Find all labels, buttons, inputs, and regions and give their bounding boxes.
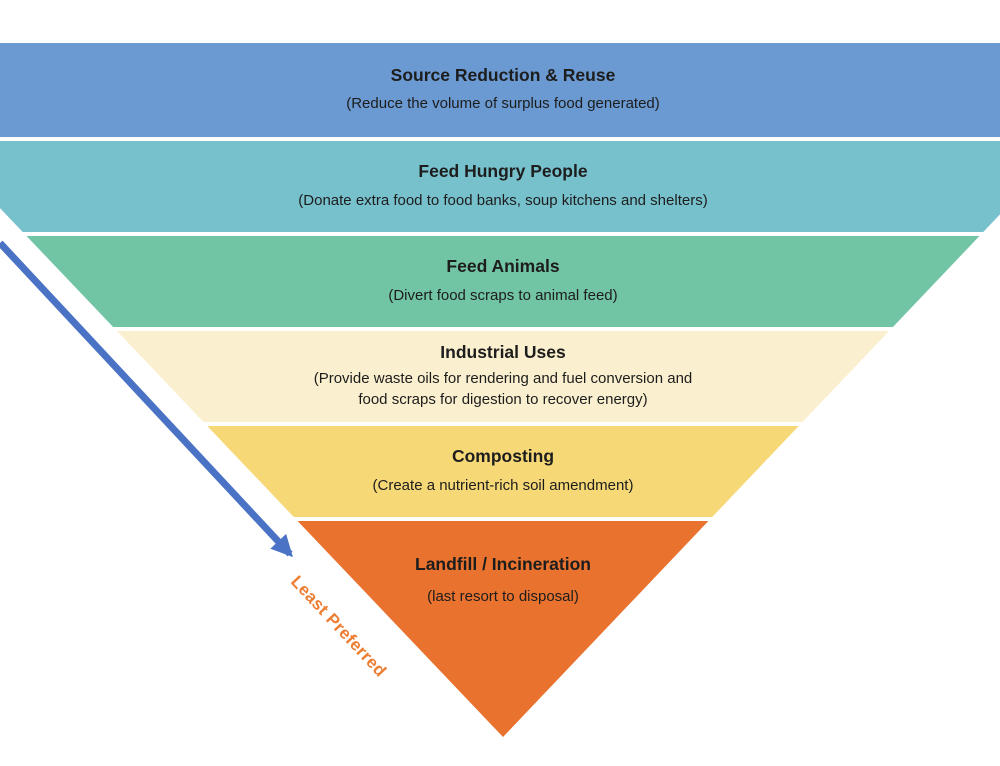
- level-title: Composting: [451, 445, 555, 466]
- level-subtitle-line2: food scraps for digestion to recover ene…: [358, 390, 648, 408]
- level-subtitle-line1: (Provide waste oils for rendering and fu…: [313, 370, 693, 388]
- level-landfill-incineration: Landfill / Incineration (last resort to …: [0, 521, 1000, 737]
- level-subtitle: (Donate extra food to food banks, soup k…: [298, 191, 708, 209]
- level-feed-animals: Feed Animals (Divert food scraps to anim…: [0, 236, 1000, 327]
- level-title: Feed Animals: [446, 256, 560, 277]
- level-subtitle: (Divert food scraps to animal feed): [388, 286, 618, 304]
- level-source-reduction-reuse: Source Reduction & Reuse (Reduce the vol…: [0, 43, 1000, 137]
- level-industrial-uses: Industrial Uses (Provide waste oils for …: [0, 331, 1000, 422]
- level-title: Source Reduction & Reuse: [390, 64, 616, 85]
- level-subtitle: (Reduce the volume of surplus food gener…: [346, 95, 660, 112]
- level-composting: Composting (Create a nutrient-rich soil …: [0, 426, 1000, 517]
- level-title: Landfill / Incineration: [415, 554, 591, 574]
- pyramid: Source Reduction & Reuse (Reduce the vol…: [0, 43, 1000, 737]
- level-feed-hungry-people: Feed Hungry People (Donate extra food to…: [0, 141, 1000, 232]
- level-title: Industrial Uses: [440, 342, 566, 363]
- level-subtitle: (last resort to disposal): [427, 588, 579, 606]
- level-title: Feed Hungry People: [418, 161, 588, 182]
- level-subtitle: (Provide waste oils for rendering and fu…: [314, 369, 693, 410]
- level-subtitle: (Create a nutrient-rich soil amendment): [372, 477, 634, 494]
